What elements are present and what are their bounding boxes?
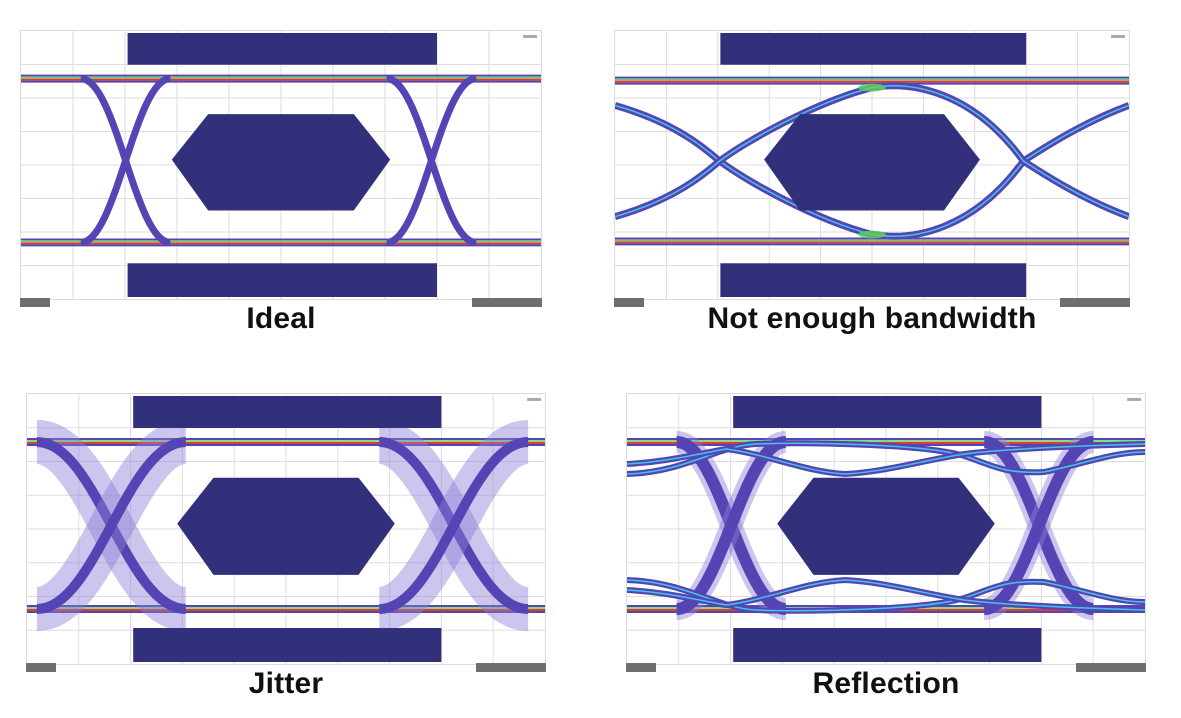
eye-diagram-bandwidth — [614, 30, 1130, 300]
mask-hexagon — [764, 114, 980, 211]
scope-readout-right — [1076, 663, 1146, 672]
transition-trace — [378, 437, 529, 614]
eye-panel-reflection: Reflection — [626, 393, 1146, 713]
eye-diagram-reflection — [626, 393, 1146, 665]
scope-readout-left — [614, 298, 644, 307]
scope-readout-left — [20, 298, 50, 307]
scope-readout-right — [472, 298, 542, 307]
mask-top-bar — [733, 396, 1042, 428]
mask-top-bar — [133, 396, 442, 428]
scope-corner-label — [523, 34, 538, 38]
scope-readout-right — [1060, 298, 1130, 307]
hot-spot — [858, 230, 886, 239]
transition-trace — [675, 436, 788, 615]
transition-trace — [385, 75, 478, 246]
mask-top-bar — [127, 32, 437, 65]
mask-top-bar — [720, 32, 1027, 65]
mask-hexagon — [171, 114, 391, 211]
scope-corner-label — [527, 398, 542, 401]
eye-diagram-jitter — [26, 393, 546, 665]
scope-readout-left — [26, 663, 56, 672]
hot-spot — [858, 83, 886, 92]
transition-trace — [36, 437, 187, 614]
scope-readout-left — [626, 663, 656, 672]
mask-bottom-bar — [127, 263, 437, 298]
scope-corner-label — [1111, 34, 1126, 38]
scope-readout-right — [476, 663, 546, 672]
scope-corner-label — [1127, 398, 1142, 401]
eye-panel-jitter: Jitter — [26, 393, 546, 713]
mask-bottom-bar — [133, 628, 442, 662]
eye-panel-ideal: Ideal — [20, 30, 542, 350]
mask-bottom-bar — [733, 628, 1042, 662]
caption-jitter: Jitter — [248, 667, 324, 700]
eye-diagram-bandwidth-plot — [615, 31, 1129, 299]
caption-reflection: Reflection — [812, 667, 960, 700]
caption-bandwidth: Not enough bandwidth — [707, 302, 1037, 335]
caption-ideal: Ideal — [246, 302, 316, 335]
eye-diagram-jitter-plot — [27, 394, 545, 664]
transition-trace — [79, 75, 172, 246]
eye-diagram-reflection-plot — [627, 394, 1145, 664]
eye-panel-bandwidth: Not enough bandwidth — [614, 30, 1130, 350]
mask-hexagon — [777, 477, 995, 575]
mask-hexagon — [177, 477, 395, 575]
reflection-core — [627, 579, 1145, 611]
eye-diagram-ideal-plot — [21, 31, 541, 299]
mask-bottom-bar — [720, 263, 1027, 298]
eye-diagram-ideal — [20, 30, 542, 300]
reflection-core — [627, 443, 1145, 475]
